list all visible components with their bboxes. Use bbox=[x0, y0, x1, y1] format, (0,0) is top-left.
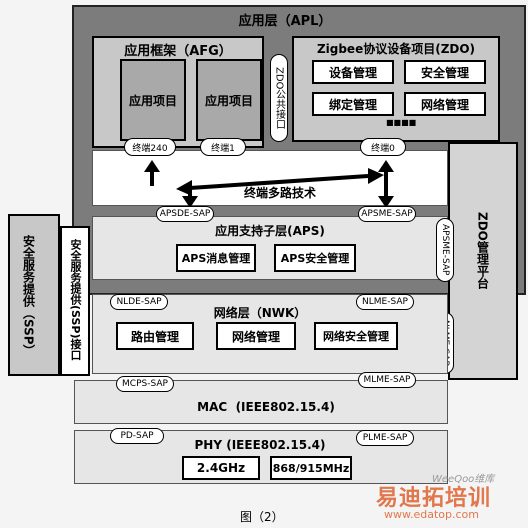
apsme-sap-vertical: APSME-SAP bbox=[436, 218, 454, 282]
ssp-block bbox=[8, 214, 60, 376]
aps-message-management: APS消息管理 bbox=[176, 244, 256, 272]
aps-title: 应用支持子层(APS) bbox=[215, 224, 325, 238]
watermark-brand: WeeQoo维库 bbox=[432, 474, 495, 485]
aps-security-management: APS安全管理 bbox=[274, 244, 356, 272]
zdo-device-management: 设备管理 bbox=[312, 60, 394, 84]
zdo-title: Zigbee协议设备项目(ZDO) bbox=[316, 42, 476, 56]
zdo-binding-management: 绑定管理 bbox=[312, 92, 394, 116]
nlme-sap: NLME-SAP bbox=[356, 294, 414, 310]
mac-title: MAC (IEEE802.15.4) bbox=[197, 400, 335, 414]
ssp-title: 安全服务提供（SSP） bbox=[21, 235, 36, 357]
zdo-frame bbox=[292, 36, 500, 142]
app-object-1: 应用项目 bbox=[120, 59, 186, 141]
zdo-platform-label: ZDO管理平台 bbox=[475, 211, 490, 289]
phy-band-868-915mhz: 868/915MHz bbox=[270, 456, 352, 480]
zdo-security-management: 安全管理 bbox=[404, 60, 486, 84]
zdo-network-management: 网络管理 bbox=[404, 92, 486, 116]
nlde-sap: NLDE-SAP bbox=[110, 294, 168, 310]
endpoint-240: 终端240 bbox=[124, 138, 176, 156]
nwk-routing-management: 路由管理 bbox=[116, 322, 194, 350]
nwk-title: 网络层（NWK） bbox=[213, 306, 307, 320]
apsde-sap: APSDE-SAP bbox=[156, 206, 214, 222]
ssp-interface-block bbox=[60, 226, 90, 376]
mlme-sap: MLME-SAP bbox=[358, 372, 416, 388]
figure-caption: 图（2） bbox=[240, 510, 284, 524]
zdo-public-interface: ZDO公共接口 bbox=[270, 54, 288, 142]
zdo-ellipsis: ■■■■ bbox=[386, 118, 417, 127]
plme-sap: PLME-SAP bbox=[356, 430, 414, 446]
mcps-sap: MCPS-SAP bbox=[116, 376, 174, 392]
nwk-network-management: 网络管理 bbox=[216, 322, 296, 350]
multiplex-label: 终端多路技术 bbox=[243, 186, 316, 200]
nwk-security-management: 网络安全管理 bbox=[314, 322, 398, 350]
apsme-sap: APSME-SAP bbox=[358, 206, 416, 222]
watermark-site: 易迪拓培训 bbox=[376, 486, 492, 511]
pd-sap: PD-SAP bbox=[110, 428, 164, 444]
ssp-interface: 安全服务提供(SSP)接口 bbox=[69, 239, 82, 361]
phy-title: PHY (IEEE802.15.4) bbox=[194, 438, 326, 452]
aps-layer bbox=[92, 216, 448, 280]
watermark-url: www.edatop.com bbox=[384, 508, 479, 521]
endpoint-0: 终端0 bbox=[360, 138, 406, 156]
afg-title: 应用框架（AFG） bbox=[124, 44, 232, 59]
endpoint-1: 终端1 bbox=[200, 138, 246, 156]
apl-title: 应用层（APL） bbox=[238, 14, 332, 29]
phy-band-2-4ghz: 2.4GHz bbox=[182, 456, 260, 480]
